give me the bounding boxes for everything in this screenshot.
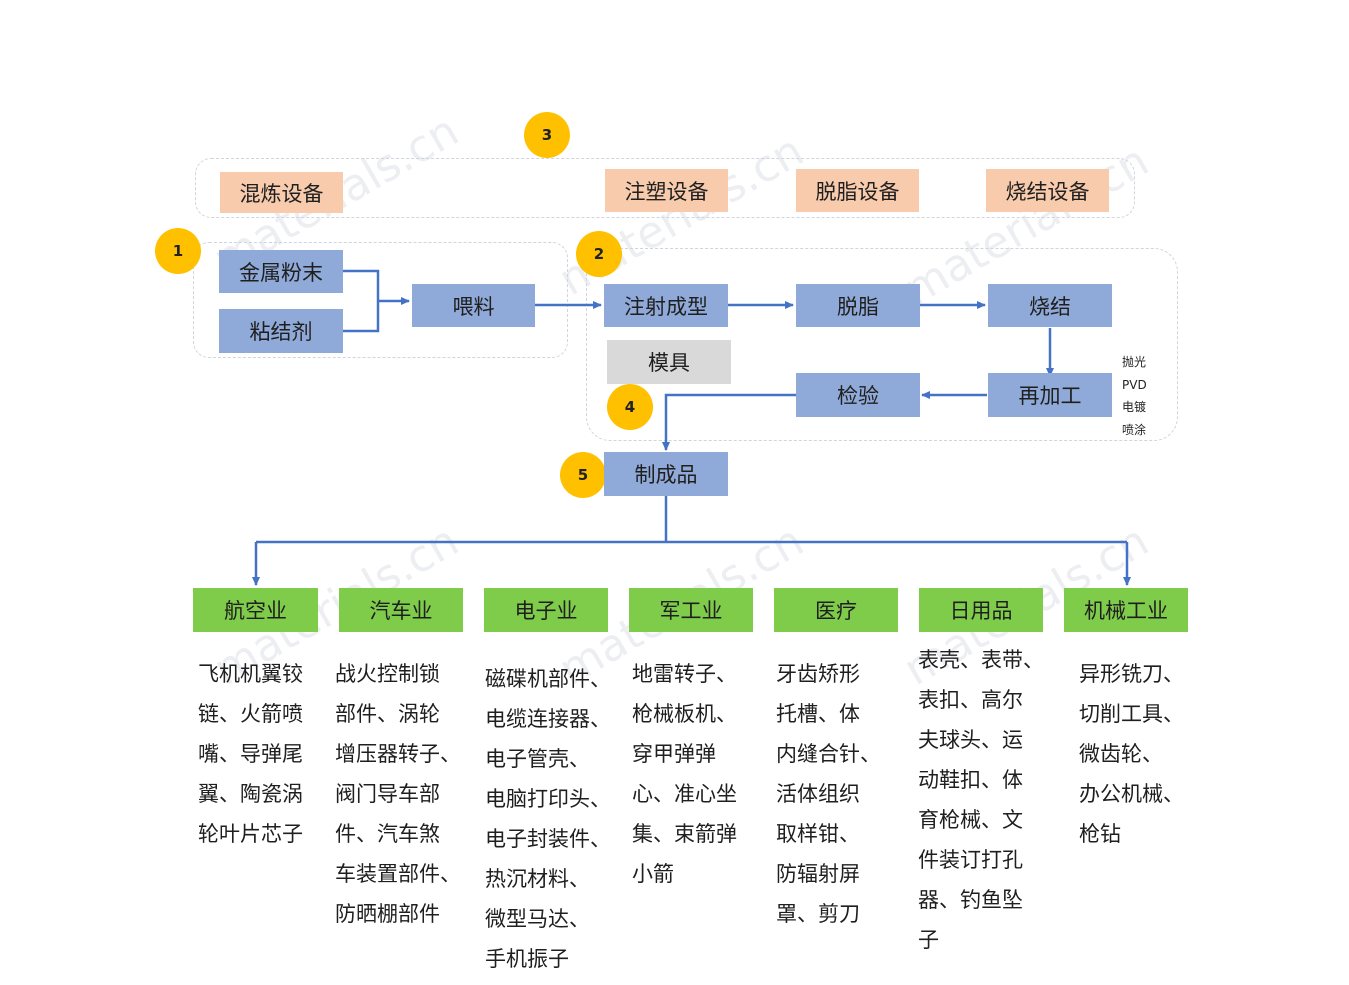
finishing-options: 抛光 PVD 电镀 喷涂 <box>1122 351 1147 441</box>
aviation-applications: 飞机机翼铰 链、火箭喷 嘴、导弹尾 翼、陶瓷涡 轮叶片芯子 <box>198 662 303 846</box>
industry-automotive: 汽车业 <box>339 588 463 632</box>
mold-box: 模具 <box>607 340 731 384</box>
step-badge-1: 1 <box>155 228 201 274</box>
daily-goods-applications: 表壳、表带、 表扣、高尔 夫球头、运 动鞋扣、体 育枪械、文 件装订打孔 器、钓… <box>918 648 1044 952</box>
mixing-equipment: 混炼设备 <box>220 172 343 213</box>
step-badge-5: 5 <box>560 452 606 498</box>
sintering-box: 烧结 <box>988 284 1112 327</box>
automotive-applications: 战火控制锁 部件、涡轮 增压器转子、 阀门导车部 件、汽车煞 车装置部件、 防晒… <box>335 662 461 926</box>
merge-connector <box>343 269 380 333</box>
finishing-option: 电镀 <box>1122 400 1147 414</box>
industry-electronics: 电子业 <box>484 588 608 632</box>
injection-molding-box: 注射成型 <box>604 284 728 327</box>
debinding-box: 脱脂 <box>796 284 920 327</box>
finishing-option: PVD <box>1122 377 1147 392</box>
step-badge-3: 3 <box>524 112 570 158</box>
medical-applications: 牙齿矫形 托槽、体 内缝合针、 活体组织 取样钳、 防辐射屏 罩、剪刀 <box>776 662 881 926</box>
machinery-applications: 异形铣刀、 切削工具、 微齿轮、 办公机械、 枪钻 <box>1079 662 1184 846</box>
finished-product-box: 制成品 <box>604 452 728 496</box>
injection-equipment: 注塑设备 <box>605 169 728 212</box>
sintering-equipment: 烧结设备 <box>986 169 1109 212</box>
metal-powder-box: 金属粉末 <box>219 250 343 293</box>
inspection-box: 检验 <box>796 373 920 417</box>
step-badge-2: 2 <box>576 231 622 277</box>
finishing-option: 喷涂 <box>1122 422 1147 437</box>
feedstock-group <box>193 242 568 358</box>
feedstock-box: 喂料 <box>412 284 535 327</box>
equipment-group <box>195 158 1135 218</box>
industry-machinery: 机械工业 <box>1064 588 1188 632</box>
finishing-option: 抛光 <box>1122 355 1147 369</box>
electronics-applications: 磁碟机部件、 电缆连接器、 电子管壳、 电脑打印头、 电子封装件、 热沉材料、 … <box>485 667 611 971</box>
industry-aviation: 航空业 <box>193 588 318 632</box>
binder-box: 粘结剂 <box>219 309 343 353</box>
industry-military: 军工业 <box>629 588 753 632</box>
industry-medical: 医疗 <box>774 588 898 632</box>
industry-daily-goods: 日用品 <box>919 588 1043 632</box>
process-group <box>586 248 1178 441</box>
arrow-to-product <box>662 393 796 451</box>
military-applications: 地雷转子、 枪械板机、 穿甲弹弹 心、准心坐 集、束箭弹 小箭 <box>632 662 737 886</box>
step-badge-4: 4 <box>607 384 653 430</box>
reprocess-box: 再加工 <box>988 373 1112 417</box>
debinding-equipment: 脱脂设备 <box>796 169 919 212</box>
